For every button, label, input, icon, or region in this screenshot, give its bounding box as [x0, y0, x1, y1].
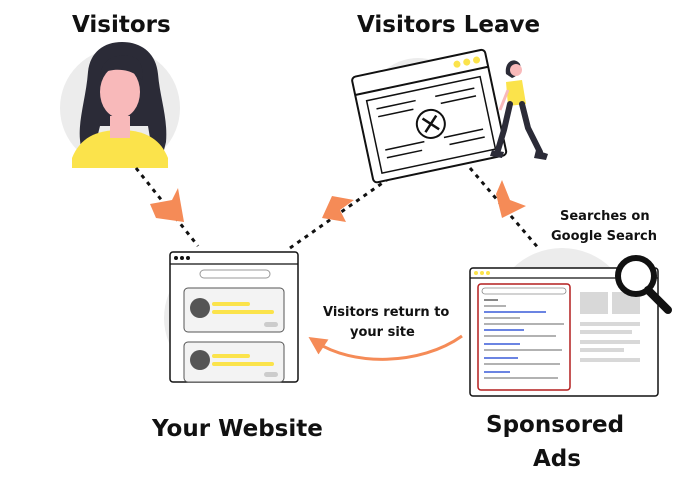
return-caption-line1: Visitors return to: [323, 305, 450, 320]
content-line: [435, 87, 475, 98]
visitor-face: [100, 66, 140, 118]
website-illustration: [164, 251, 299, 383]
browser-dot: [453, 60, 461, 68]
walker-shoe: [534, 150, 548, 160]
ads-side-lines: [580, 322, 640, 362]
walker-shirt: [506, 80, 526, 106]
return-caption-line2: your site: [350, 325, 415, 340]
website-card-button: [264, 372, 278, 377]
your-website-title: Your Website: [152, 416, 323, 442]
website-dot: [186, 256, 190, 260]
ads-dot: [486, 271, 490, 275]
website-address-bar: [199, 269, 271, 279]
walking-person: [490, 60, 548, 160]
ads-side-image: [612, 292, 640, 314]
website-dot: [174, 256, 178, 260]
search-icon: [615, 255, 672, 314]
sponsored-ads-title-line2: Ads: [533, 446, 581, 472]
visitor-shirt: [72, 130, 168, 168]
ads-side-image: [580, 292, 608, 314]
return-arrow-curve: [308, 334, 463, 361]
closed-browser-window: [351, 48, 508, 184]
connector-website-to-leave: [289, 170, 399, 250]
connector-lines: [134, 167, 542, 251]
walker-legs: [495, 101, 543, 155]
orange-arrows: [150, 180, 526, 222]
browser-content-box: [365, 75, 497, 175]
visitors-title: Visitors: [72, 12, 171, 38]
visitors-leave-title: Visitors Leave: [357, 12, 541, 38]
content-line: [385, 140, 425, 151]
content-line: [443, 128, 484, 139]
searches-caption-line1: Searches on: [560, 209, 650, 224]
website-card-line: [212, 362, 274, 366]
sponsored-ads-title-line1: Sponsored: [486, 412, 625, 438]
content-line: [440, 95, 477, 105]
website-card-avatar: [190, 298, 210, 318]
website-card-line: [212, 302, 250, 306]
website-card-line: [212, 310, 274, 314]
ads-dot: [480, 271, 484, 275]
close-x-icon: [415, 108, 446, 139]
arrow-down-to-ads: [496, 180, 526, 218]
content-line: [386, 149, 423, 159]
walker-arm: [498, 89, 510, 111]
arrow-up-to-leave: [322, 196, 354, 222]
website-card-button: [264, 322, 278, 327]
content-line: [378, 108, 414, 118]
website-dot: [180, 256, 184, 260]
connector-visitors-to-website: [134, 167, 200, 247]
walker-shoe: [490, 150, 504, 158]
website-card-line: [212, 354, 250, 358]
walker-head: [510, 64, 522, 76]
browser-dot: [463, 58, 471, 66]
content-line: [449, 136, 485, 146]
arrow-down-to-website: [150, 188, 184, 222]
leave-illustration: [351, 48, 548, 184]
ads-dot: [474, 271, 478, 275]
searches-caption-line2: Google Search: [551, 229, 657, 244]
website-card-avatar: [190, 350, 210, 370]
ads-result-lines: [484, 299, 564, 379]
visitor-neck: [110, 116, 130, 138]
content-line: [376, 99, 416, 110]
visitor-fringe: [100, 55, 143, 80]
ads-search-bar: [481, 287, 567, 295]
browser-titlebar-line: [354, 65, 489, 96]
browser-dot: [473, 56, 481, 64]
visitor-portrait: [60, 42, 180, 168]
ads-illustration: [469, 248, 672, 397]
